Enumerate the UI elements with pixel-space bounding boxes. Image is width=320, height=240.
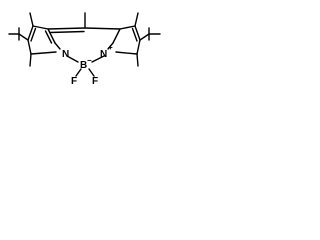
bonds — [8, 12, 161, 77]
bond-left-ring-1 — [27, 25, 34, 41]
bond-boron-f-right — [88, 68, 95, 77]
bond-meso-right — [84, 27, 121, 30]
atom-label-boron: B — [80, 60, 87, 71]
bond-right-ring-3 — [119, 25, 136, 30]
bond-left-ring-2 — [32, 25, 49, 30]
bond-right-ring-6 — [115, 51, 138, 55]
bond-tbu-right-stem — [139, 33, 150, 41]
bond-n-right-boron — [91, 55, 105, 63]
bond-left-ring-6 — [30, 51, 57, 55]
bond-right-ring-4 — [134, 25, 141, 41]
bond-right-top-methyl — [134, 12, 139, 27]
atom-label-fluorine-right: F — [92, 76, 98, 86]
bond-left-top-methyl — [29, 12, 34, 27]
atom-label-n-left: N — [62, 49, 69, 60]
bond-right-bottom-methyl — [136, 53, 139, 67]
bond-right-ring-1 — [112, 28, 121, 44]
atom-label-n-right: N — [100, 49, 107, 60]
bond-left-ring-1-double — [30, 27, 37, 42]
bond-boron-f-left — [75, 68, 82, 77]
charge-n-right: + — [108, 43, 113, 52]
bond-left-ring-4 — [54, 42, 61, 50]
bond-left-bottom-methyl — [29, 53, 32, 67]
bond-left-ring-3-double — [44, 30, 53, 44]
bond-meso-left — [47, 27, 86, 30]
bond-right-ring-4-double — [131, 27, 138, 42]
atom-label-fluorine-left: F — [71, 76, 77, 86]
bond-left-ring-3 — [47, 28, 56, 44]
atom-labels: N N + B − F F — [62, 43, 113, 86]
bond-meso-left-double — [49, 30, 85, 34]
bodipy-structure-diagram: N N + B − F F — [8, 12, 161, 86]
charge-boron: − — [87, 56, 92, 65]
bond-tbu-left-stem — [18, 33, 29, 41]
bond-left-ring-5 — [27, 39, 32, 55]
bond-right-ring-2 — [107, 42, 114, 50]
bond-right-ring-5 — [136, 39, 141, 55]
bond-n-left-boron — [66, 55, 79, 63]
